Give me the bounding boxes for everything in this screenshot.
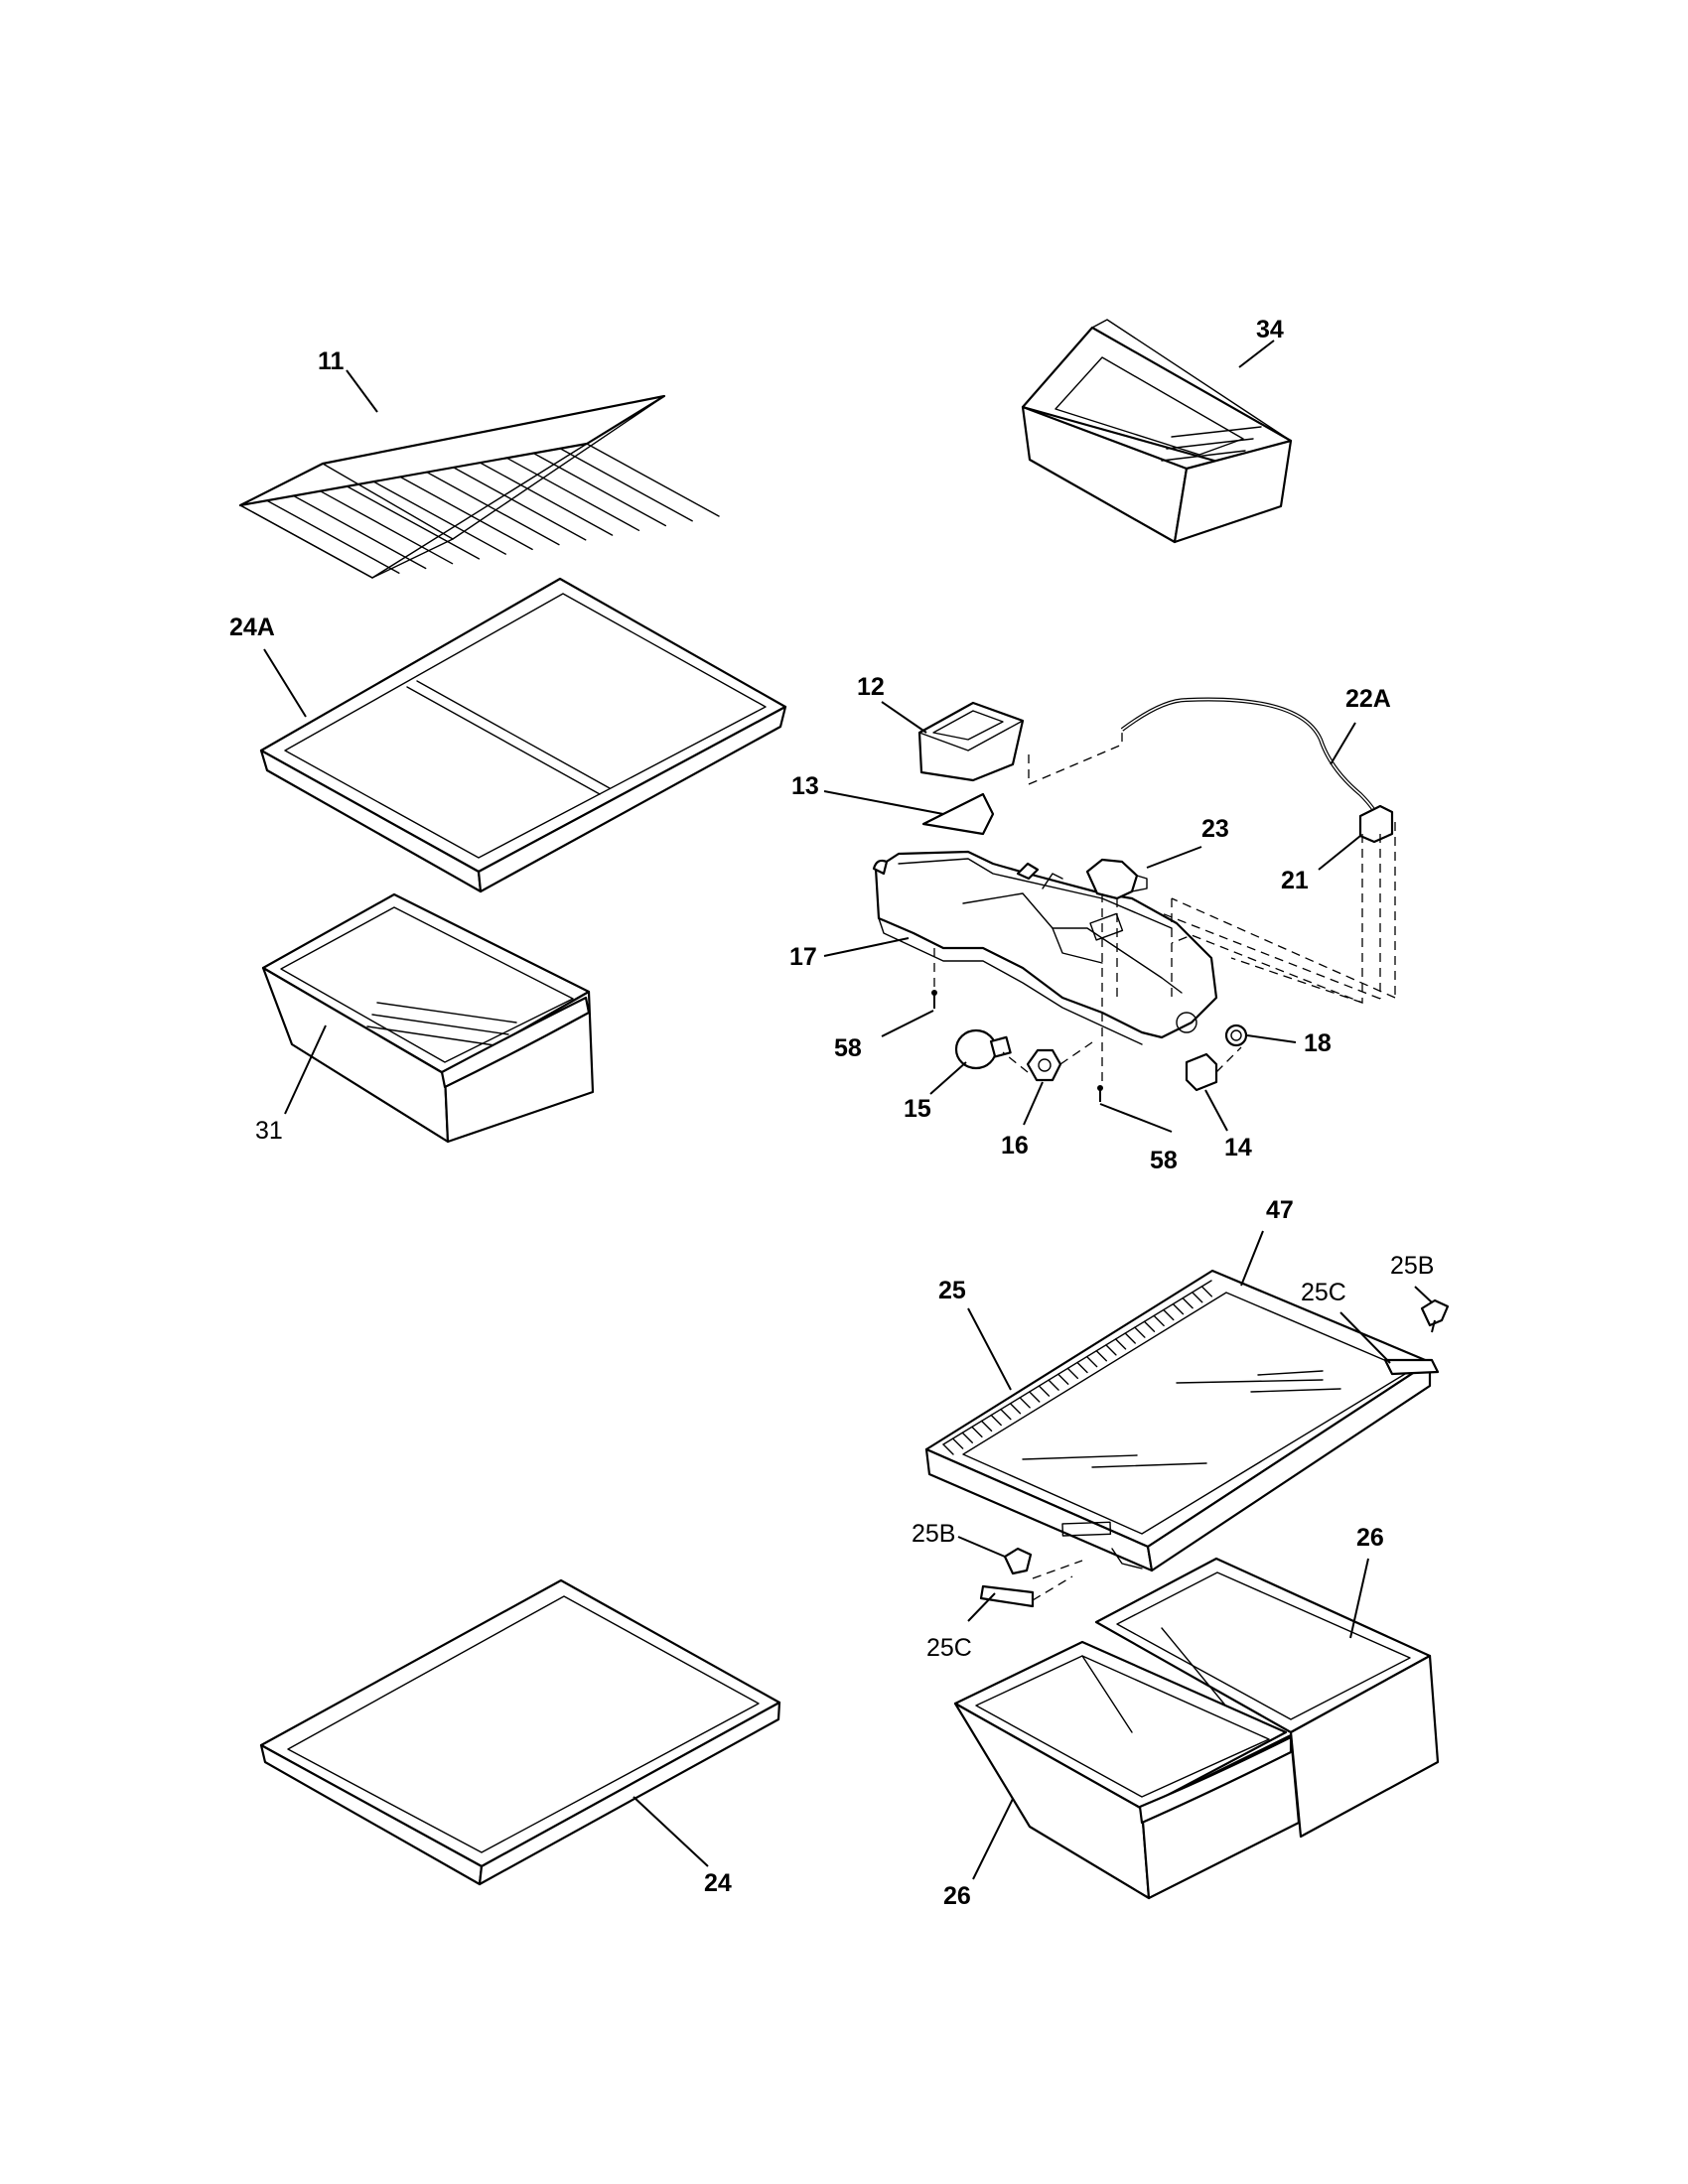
label-31: 31	[255, 1117, 283, 1145]
part-labels: 11 34 24A 12 22A 13 23 21 17 58 18 15 16…	[229, 316, 1434, 1910]
cover-louver	[1134, 1326, 1146, 1338]
bracket-25C-mid-icon	[979, 1584, 1035, 1608]
light-shield-12-icon	[917, 701, 1025, 782]
label-58b: 58	[1150, 1147, 1178, 1174]
shelf-rod	[559, 448, 693, 522]
label-25C-mid: 25C	[926, 1634, 972, 1662]
label-22A: 22A	[1345, 685, 1391, 713]
label-24: 24	[704, 1869, 732, 1897]
socket-16-icon	[1026, 1048, 1062, 1082]
glass-shelf-24-icon	[259, 1578, 781, 1886]
cover-louver	[942, 1443, 954, 1455]
cover-louver	[1085, 1355, 1098, 1368]
bulb-15-icon	[954, 1028, 1012, 1070]
cover-louver	[1124, 1332, 1136, 1344]
cover-louver	[1029, 1391, 1041, 1403]
cover-louver	[1192, 1292, 1203, 1303]
clip-25B-mid-icon	[1003, 1547, 1033, 1575]
label-26-top: 26	[1356, 1524, 1384, 1552]
label-24A: 24A	[229, 614, 275, 641]
label-11: 11	[318, 347, 345, 375]
cover-louver	[1048, 1379, 1059, 1391]
label-47: 47	[1266, 1196, 1294, 1224]
shelf-rod	[505, 457, 640, 532]
label-23: 23	[1201, 815, 1229, 843]
cover-louver	[971, 1426, 983, 1438]
label-18: 18	[1304, 1029, 1332, 1057]
cover-louver	[1163, 1308, 1175, 1321]
cover-louver	[1095, 1350, 1107, 1362]
cover-louver	[1114, 1338, 1127, 1350]
label-25B-top: 25B	[1390, 1252, 1434, 1280]
cover-louver	[990, 1414, 1002, 1427]
shelf-rod	[532, 452, 667, 527]
knob-18-icon	[1224, 1024, 1248, 1047]
label-13: 13	[791, 772, 819, 800]
cover-louver	[961, 1432, 973, 1443]
label-15: 15	[904, 1095, 931, 1123]
switch-23-icon	[1085, 858, 1148, 900]
shelf-rod	[479, 462, 614, 536]
cover-louver	[980, 1420, 993, 1433]
shelf-rod	[239, 504, 373, 579]
crisper-drawer-34-icon	[1021, 319, 1293, 544]
wire-shelf-icon	[238, 394, 720, 579]
crisper-drawers-26-icon	[953, 1557, 1440, 1900]
cover-louver	[1153, 1314, 1165, 1327]
label-14: 14	[1224, 1134, 1252, 1161]
cover-louver	[1172, 1302, 1185, 1315]
shelf-rod	[292, 494, 427, 570]
wire-harness-22A-icon	[1120, 697, 1394, 844]
clip-25B-top-icon	[1420, 1298, 1450, 1333]
label-25B-mid: 25B	[912, 1520, 955, 1548]
shelf-rod	[399, 476, 533, 551]
cover-louver	[1019, 1397, 1031, 1409]
shelf-rod	[346, 485, 481, 560]
cover-louver	[1057, 1373, 1069, 1385]
label-25C-top: 25C	[1301, 1279, 1346, 1306]
leader-lines	[263, 340, 1433, 1880]
cover-louver	[1143, 1320, 1156, 1332]
cover-louver	[1000, 1408, 1012, 1421]
switch-14-icon	[1185, 1052, 1218, 1092]
label-16: 16	[1001, 1132, 1029, 1160]
cover-louver	[1105, 1344, 1117, 1356]
shelf-rod	[586, 443, 720, 517]
pan-31-icon	[261, 892, 595, 1144]
shelf-rod	[426, 471, 560, 546]
label-34: 34	[1256, 316, 1284, 343]
label-12: 12	[857, 673, 885, 701]
bracket-25C-top-icon	[1383, 1358, 1440, 1376]
shelf-rod	[372, 480, 506, 555]
cover-louver	[951, 1437, 964, 1449]
label-26-bot: 26	[943, 1882, 971, 1910]
light-housing-17-icon	[872, 850, 1218, 1045]
glass-shelf-24A-icon	[259, 577, 787, 893]
cover-louver	[1182, 1297, 1194, 1309]
screw-58a-icon	[931, 990, 937, 1009]
light-lens-13-icon	[921, 792, 995, 836]
assembly-dash-lines	[933, 730, 1396, 1082]
cover-louver	[1009, 1403, 1022, 1415]
shelf-rod	[319, 489, 454, 565]
label-17: 17	[789, 943, 817, 971]
screw-58b-icon	[1097, 1085, 1103, 1102]
crisper-cover-25-icon	[924, 1269, 1432, 1572]
label-21: 21	[1281, 867, 1309, 894]
cover-louver	[1200, 1286, 1213, 1297]
shelf-rod	[266, 499, 400, 574]
shelf-rod	[453, 467, 587, 541]
cover-louver	[1038, 1385, 1051, 1397]
cover-louver	[1066, 1367, 1079, 1380]
label-25: 25	[938, 1277, 966, 1304]
label-58a: 58	[834, 1034, 862, 1062]
cover-louver	[1076, 1361, 1088, 1374]
